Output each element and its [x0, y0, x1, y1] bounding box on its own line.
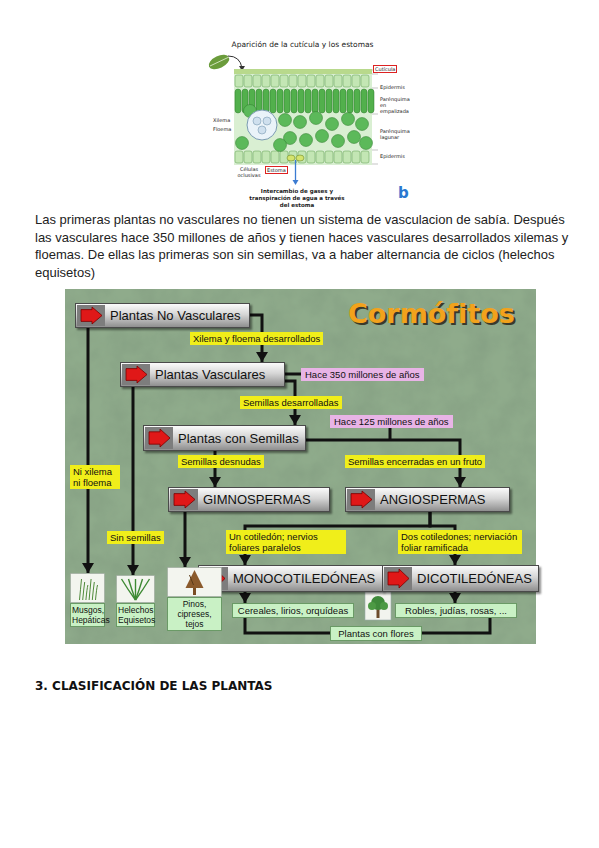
- section-heading: 3. CLASIFICACIÓN DE LAS PLANTAS: [35, 679, 272, 693]
- example-tag: Plantas con flores: [330, 626, 422, 641]
- edge-label: Dos cotiledones; nerviación foliar ramif…: [398, 530, 522, 554]
- connector: [132, 387, 135, 575]
- arrow-icon: [77, 305, 105, 326]
- edge-label: Semillas desnudas: [178, 455, 264, 468]
- bar-text: ANGIOSPERMAS: [380, 488, 485, 511]
- edge-label: Un cotiledón; nervios foliares paralelos: [226, 530, 346, 554]
- bar-text: Plantas No Vasculares: [110, 304, 241, 327]
- example-box: Musgos, Hepáticas: [70, 573, 105, 627]
- stoma-label: Estoma: [265, 166, 288, 174]
- edge-label: Xilema y floema desarrollados: [190, 332, 323, 345]
- layer-label: Cutícula: [373, 65, 397, 73]
- arrow-icon: [170, 489, 198, 510]
- connector: [87, 328, 90, 573]
- example-text: Musgos, Hepáticas: [70, 603, 105, 627]
- category-bar: MONOCOTILEDÓNEAS: [198, 565, 383, 592]
- category-bar: GIMNOSPERMAS: [168, 487, 330, 512]
- edge-label: Sin semillas: [107, 531, 164, 544]
- example-text: Pinos, cipreses, tejos: [167, 597, 222, 631]
- category-bar: Plantas No Vasculares: [75, 303, 250, 328]
- logo-letter: b: [398, 185, 409, 201]
- bar-text: Plantas Vasculares: [155, 363, 265, 386]
- image-title: Aparición de la cutícula y los estomas: [210, 40, 395, 49]
- edge-label: Ni xilema ni floema: [70, 465, 120, 489]
- category-bar: ANGIOSPERMAS: [345, 487, 510, 512]
- tissue-label: Floema: [213, 126, 231, 132]
- leaf-cross-section: [234, 69, 378, 185]
- edge-label: Semillas desarrolladas: [240, 396, 342, 409]
- category-bar: Plantas con Semillas: [143, 425, 306, 451]
- tree-icon: [365, 592, 391, 620]
- example-box: Pinos, cipreses, tejos: [167, 567, 222, 631]
- tissue-label: Xilema: [213, 117, 230, 123]
- connector: [244, 592, 247, 603]
- layer-label: Parénquima lagunar: [380, 128, 410, 140]
- date-tag: Hace 350 millones de años: [301, 368, 424, 381]
- connector: [454, 592, 457, 603]
- plant-icon: [167, 567, 222, 597]
- example-text: Helechos Equisetos: [116, 603, 155, 627]
- category-bar: DICOTILEDÓNEAS: [382, 565, 539, 592]
- caption-note: Intercambio de gases y transpiración de …: [248, 188, 346, 209]
- layer-label: Parénquima en empalizada: [380, 96, 410, 114]
- bar-text: DICOTILEDÓNEAS: [417, 566, 532, 591]
- arrow-icon: [145, 427, 173, 449]
- bar-text: GIMNOSPERMAS: [203, 488, 311, 511]
- example-text: Robles, judías, rosas, ...: [399, 605, 513, 616]
- arrow-icon: [347, 489, 375, 510]
- body-paragraph: Las primeras plantas no vasculares no ti…: [35, 211, 570, 281]
- example-box: Helechos Equisetos: [116, 575, 155, 627]
- edge-label: Semillas encerradas en un fruto: [345, 455, 485, 468]
- layer-label: Epidermis: [380, 84, 405, 90]
- example-text: Cereales, lirios, orquídeas: [236, 605, 350, 616]
- category-bar: Plantas Vasculares: [120, 362, 285, 387]
- cell-label: Células oclusivas: [236, 166, 262, 178]
- arrow-icon: [384, 567, 412, 590]
- bar-text: Plantas con Semillas: [178, 426, 299, 450]
- date-leader: [285, 373, 301, 376]
- example-text: Plantas con flores: [334, 628, 418, 639]
- plant-icon: [70, 573, 105, 603]
- example-tag: Cereales, lirios, orquídeas: [232, 603, 354, 618]
- date-leader: [389, 428, 392, 439]
- connector: [184, 512, 187, 567]
- example-tag: Robles, judías, rosas, ...: [395, 603, 517, 618]
- date-tag: Hace 125 millones de años: [330, 415, 453, 428]
- connector: [422, 618, 490, 633]
- plant-icon: [116, 575, 155, 603]
- diagram-title: Cormófitos: [348, 297, 515, 331]
- arrow-icon: [122, 364, 150, 385]
- layer-label: Epidermis: [380, 153, 405, 159]
- bar-text: MONOCOTILEDÓNEAS: [233, 566, 375, 591]
- connector: [245, 618, 330, 633]
